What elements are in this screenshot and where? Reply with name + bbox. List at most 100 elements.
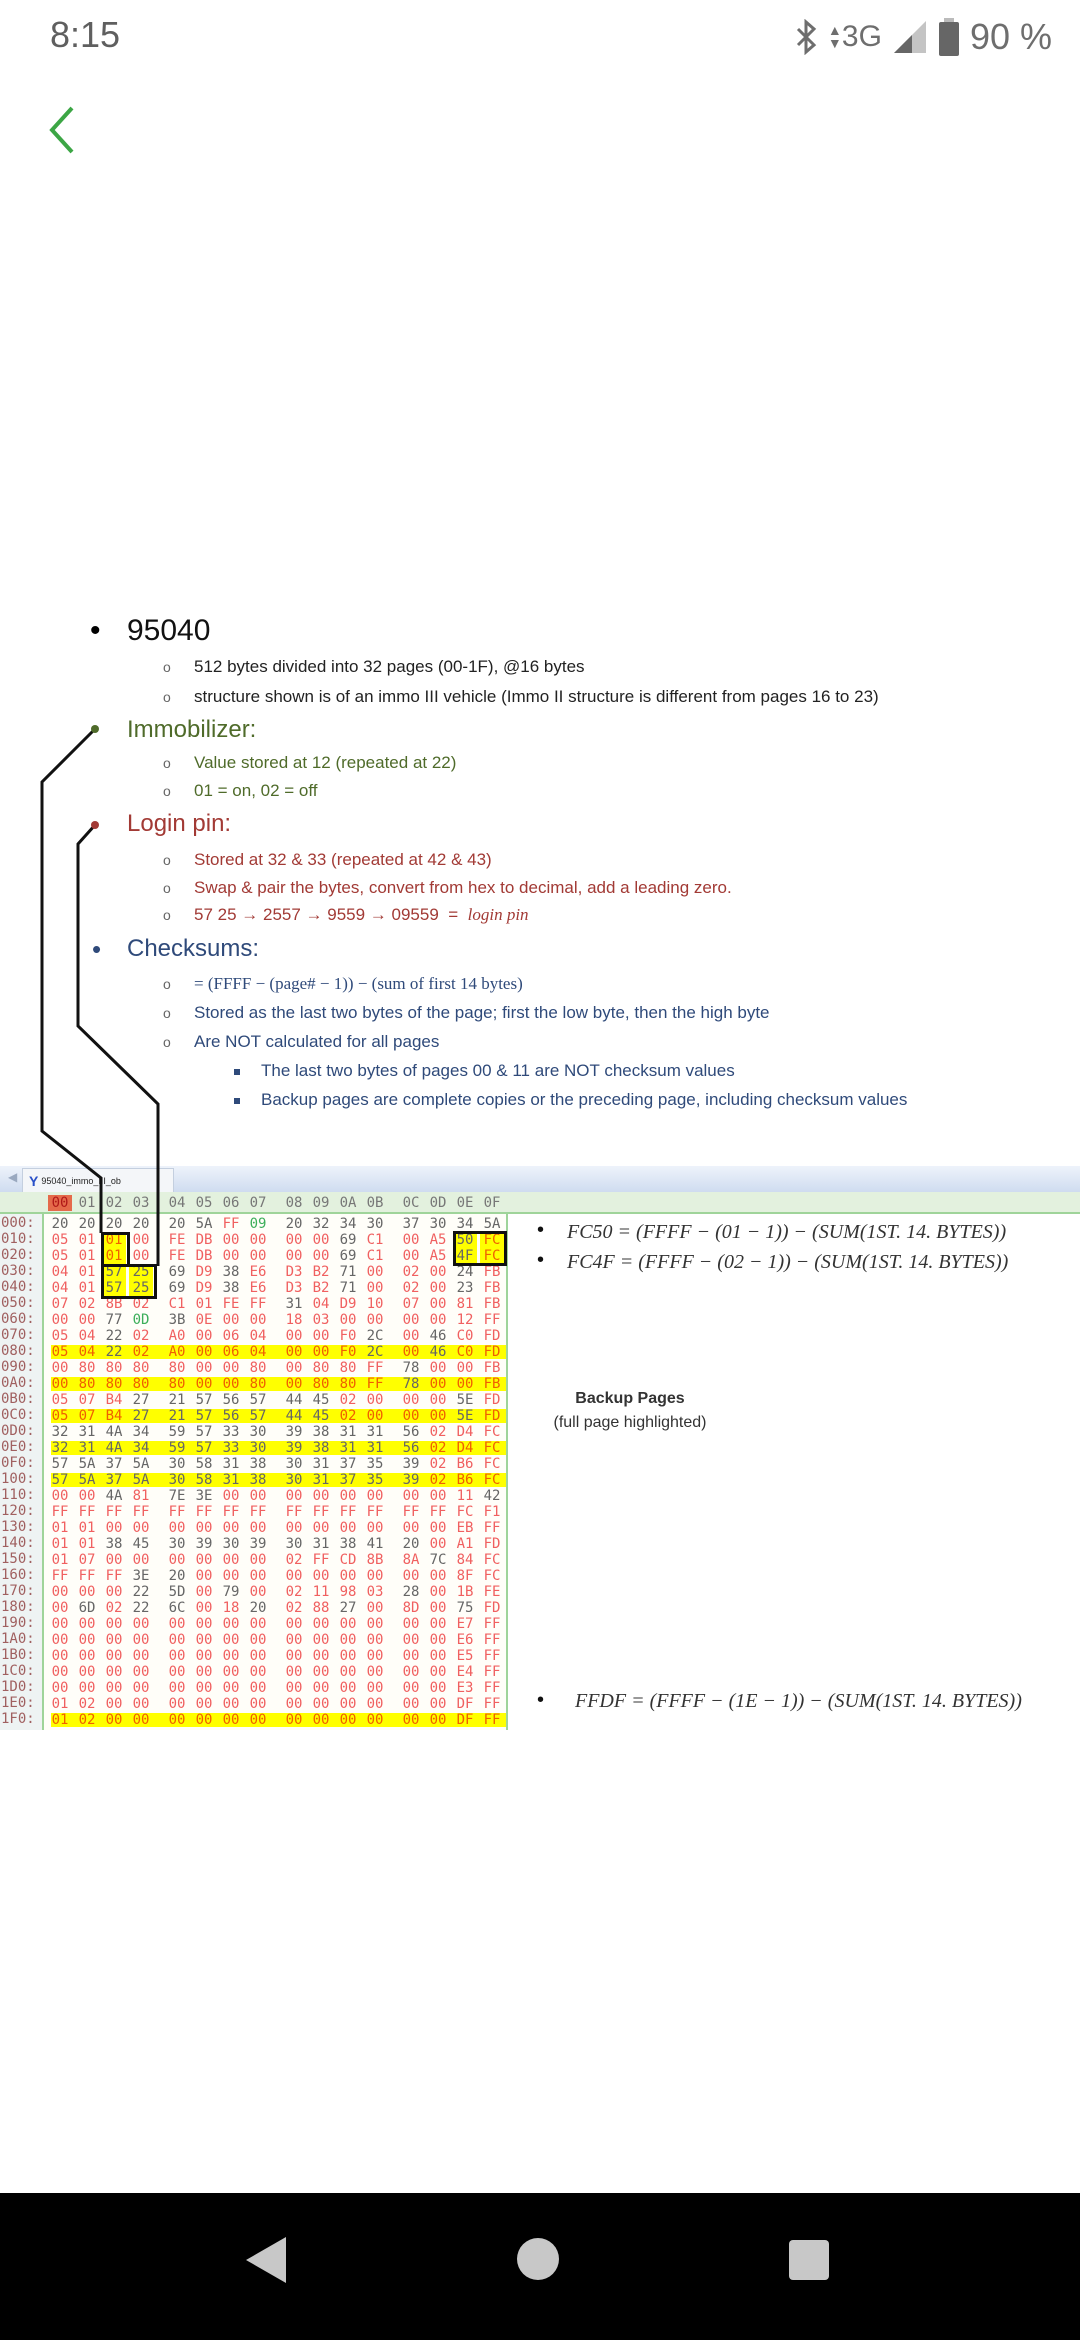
hex-byte[interactable]: 35 [366,1472,384,1488]
hex-byte[interactable]: 38 [222,1264,240,1280]
hex-byte[interactable]: 00 [105,1584,123,1600]
hex-byte[interactable]: 3B [168,1312,186,1328]
hex-byte[interactable]: 02 [78,1696,96,1712]
hex-byte[interactable]: 03 [312,1312,330,1328]
hex-byte[interactable]: FF [366,1360,384,1376]
hex-byte[interactable]: 39 [249,1536,267,1552]
hex-byte[interactable]: 00 [429,1264,447,1280]
hex-byte[interactable]: 02 [132,1328,150,1344]
hex-byte[interactable]: 00 [339,1568,357,1584]
hex-byte[interactable]: 00 [51,1680,69,1696]
hex-byte[interactable]: 00 [312,1648,330,1664]
column-header-0E[interactable]: 0E [456,1195,474,1211]
hex-byte[interactable]: 00 [249,1632,267,1648]
hex-byte[interactable]: 80 [312,1376,330,1392]
hex-byte[interactable]: 5A [78,1456,96,1472]
hex-byte[interactable]: 02 [429,1456,447,1472]
hex-byte[interactable]: 00 [222,1232,240,1248]
hex-byte[interactable]: 00 [429,1664,447,1680]
hex-byte[interactable]: 77 [105,1312,123,1328]
hex-byte[interactable]: 80 [339,1376,357,1392]
hex-byte[interactable]: 78 [402,1360,420,1376]
hex-byte[interactable]: 30 [285,1456,303,1472]
hex-byte[interactable]: 38 [222,1280,240,1296]
hex-byte[interactable]: 42 [483,1488,501,1504]
hex-byte[interactable]: 00 [249,1664,267,1680]
hex-byte[interactable]: 00 [366,1648,384,1664]
hex-byte[interactable]: 00 [132,1632,150,1648]
hex-byte[interactable]: 00 [429,1520,447,1536]
hex-byte[interactable]: 38 [105,1536,123,1552]
hex-byte[interactable]: 00 [222,1664,240,1680]
hex-byte[interactable]: 31 [222,1472,240,1488]
hex-byte[interactable]: 00 [105,1648,123,1664]
hex-byte[interactable]: FF [195,1504,213,1520]
hex-byte[interactable]: 8B [366,1552,384,1568]
hex-byte[interactable]: FB [483,1264,501,1280]
hex-byte[interactable]: FC [480,1232,504,1248]
hex-byte[interactable]: 00 [78,1584,96,1600]
hex-byte[interactable]: 81 [456,1296,474,1312]
hex-byte[interactable]: 30 [249,1424,267,1440]
hex-byte[interactable]: 30 [366,1216,384,1232]
hex-byte[interactable]: 20 [168,1216,186,1232]
hex-byte[interactable]: 00 [312,1328,330,1344]
hex-byte[interactable]: 80 [312,1360,330,1376]
hex-byte[interactable]: 00 [285,1232,303,1248]
hex-byte[interactable]: 8B [105,1296,123,1312]
hex-byte[interactable]: 00 [366,1696,384,1712]
hex-byte[interactable]: 58 [195,1456,213,1472]
hex-byte[interactable]: 38 [249,1472,267,1488]
hex-byte[interactable]: 00 [339,1616,357,1632]
hex-byte[interactable]: FF [312,1504,330,1520]
hex-byte[interactable]: 31 [339,1424,357,1440]
hex-byte[interactable]: 3E [132,1568,150,1584]
hex-byte[interactable]: 5A [132,1456,150,1472]
hex-byte[interactable]: 31 [78,1424,96,1440]
hex-byte[interactable]: FC [483,1552,501,1568]
hex-byte[interactable]: 80 [339,1360,357,1376]
hex-byte[interactable]: 00 [285,1616,303,1632]
hex-byte[interactable]: 11 [456,1488,474,1504]
hex-byte[interactable]: 00 [402,1648,420,1664]
hex-byte[interactable]: 00 [285,1328,303,1344]
hex-byte[interactable]: 10 [366,1296,384,1312]
hex-byte[interactable]: 00 [312,1520,330,1536]
hex-byte[interactable]: B6 [456,1472,474,1488]
hex-byte[interactable]: 05 [51,1392,69,1408]
hex-byte[interactable]: 5A [78,1472,96,1488]
hex-byte[interactable]: 00 [105,1632,123,1648]
hex-byte[interactable]: 56 [402,1424,420,1440]
hex-byte[interactable]: 78 [402,1376,420,1392]
hex-byte[interactable]: 00 [456,1360,474,1376]
hex-byte[interactable]: 00 [366,1680,384,1696]
hex-byte[interactable]: FF [483,1680,501,1696]
hex-byte[interactable]: 34 [132,1424,150,1440]
hex-byte[interactable]: 06 [222,1344,240,1360]
hex-byte[interactable]: 30 [285,1536,303,1552]
column-header-09[interactable]: 09 [312,1195,330,1211]
hex-byte[interactable]: 00 [249,1312,267,1328]
hex-byte[interactable]: 5A [132,1472,150,1488]
hex-byte[interactable]: FE [222,1296,240,1312]
column-header-02[interactable]: 02 [105,1195,123,1211]
hex-byte[interactable]: 01 [195,1296,213,1312]
hex-byte[interactable]: FF [51,1504,69,1520]
hex-byte[interactable]: 34 [339,1216,357,1232]
hex-byte[interactable]: 28 [402,1584,420,1600]
hex-byte[interactable]: 8A [402,1552,420,1568]
hex-byte[interactable]: 00 [78,1680,96,1696]
hex-byte[interactable]: 00 [366,1312,384,1328]
hex-byte[interactable]: FC [483,1456,501,1472]
hex-byte[interactable]: 39 [402,1456,420,1472]
hex-byte[interactable]: 00 [132,1648,150,1664]
hex-byte[interactable]: 00 [366,1568,384,1584]
hex-byte[interactable]: 30 [429,1216,447,1232]
hex-byte[interactable]: 31 [78,1440,96,1456]
hex-byte[interactable]: DB [195,1248,213,1264]
hex-byte[interactable]: FE [168,1232,186,1248]
hex-byte[interactable]: 01 [102,1232,126,1248]
hex-byte[interactable]: E6 [456,1632,474,1648]
hex-byte[interactable]: 00 [222,1376,240,1392]
hex-byte[interactable]: 12 [456,1312,474,1328]
